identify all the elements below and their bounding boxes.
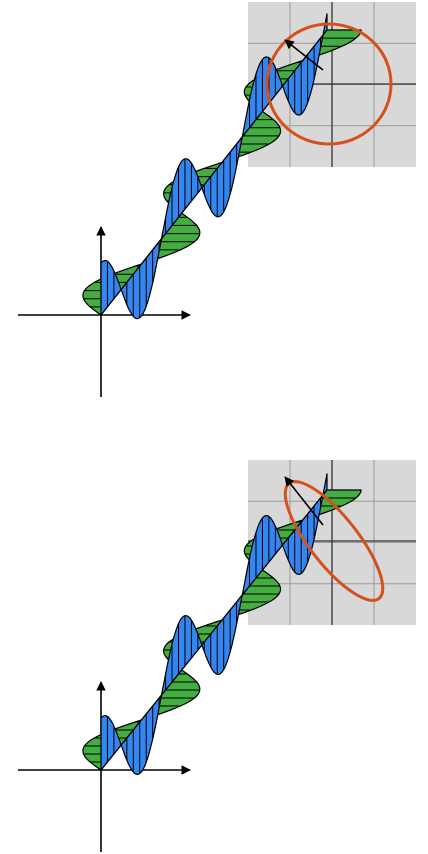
polarization-curve bbox=[265, 22, 393, 146]
propagation-axis bbox=[100, 29, 328, 316]
blue-wave-hatching bbox=[100, 473, 328, 774]
panel-elliptical-polarization bbox=[18, 460, 416, 852]
blue-wave-hatching bbox=[100, 13, 328, 318]
vertical-field-wave bbox=[100, 13, 328, 320]
propagation-axis bbox=[100, 489, 328, 771]
blue-wave-fill bbox=[100, 13, 328, 320]
field-vector-arrow bbox=[284, 476, 324, 526]
vertical-field-wave bbox=[100, 473, 328, 775]
field-vector-arrow bbox=[284, 39, 324, 71]
blue-wave-fill bbox=[100, 473, 328, 775]
panel-circular-polarization bbox=[18, 2, 416, 397]
